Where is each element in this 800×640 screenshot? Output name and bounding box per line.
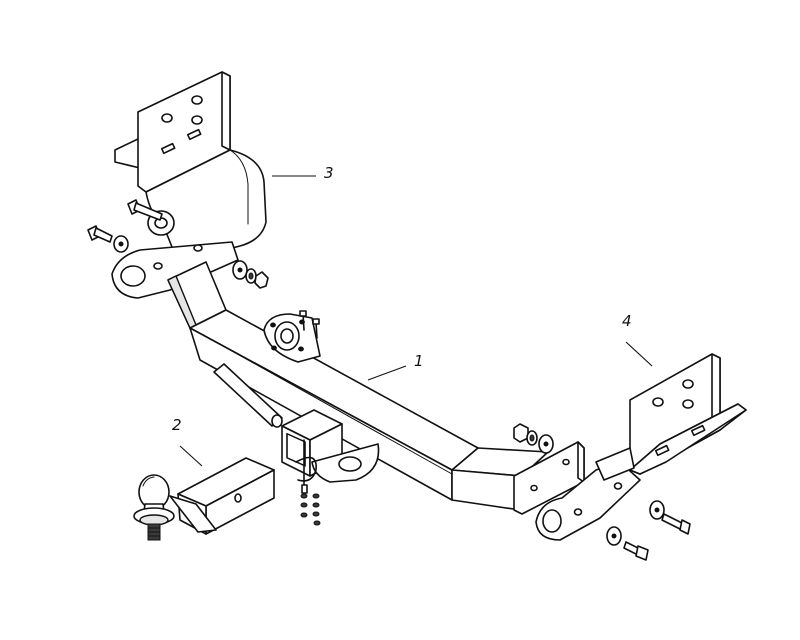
right-beam-hardware (513, 423, 554, 454)
callout-label-2: 2 (172, 416, 182, 434)
callout-label-4: 4 (622, 312, 632, 330)
callout-1: 1 (367, 352, 424, 381)
right-bracket-hardware (606, 500, 691, 561)
callout-3: 3 (272, 164, 334, 182)
callout-label-1: 1 (414, 352, 424, 370)
left-bracket-hardware (87, 199, 269, 289)
callout-label-3: 3 (324, 164, 334, 182)
callout-4: 4 (622, 312, 653, 367)
callout-2: 2 (172, 416, 203, 467)
main-crossbar-beam (167, 261, 585, 515)
ball-mount-drawbar (133, 457, 275, 541)
right-mounting-bracket (535, 353, 747, 541)
small-nuts-stack (300, 484, 321, 526)
left-mounting-bracket (111, 71, 267, 299)
